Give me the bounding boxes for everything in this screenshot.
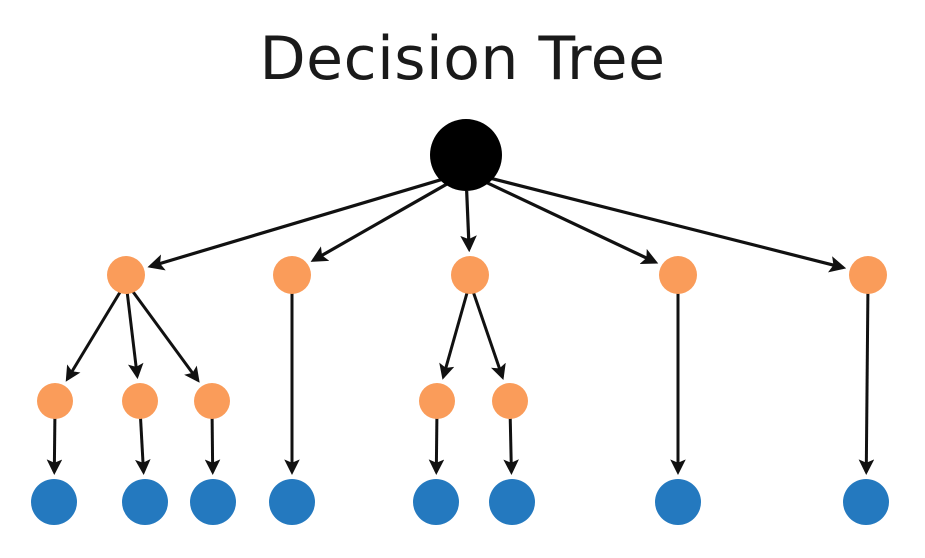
tree-edge (484, 175, 847, 273)
tree-edge (460, 190, 477, 253)
tree-node-branch[interactable] (849, 256, 887, 294)
edge-layer (46, 175, 875, 476)
tree-edge (147, 176, 448, 271)
tree-edge (858, 292, 875, 475)
tree-edge (482, 179, 659, 264)
tree-edge (46, 417, 63, 475)
tree-node-branch[interactable] (37, 383, 73, 419)
tree-node-branch[interactable] (273, 256, 311, 294)
tree-node-leaf[interactable] (122, 479, 168, 525)
tree-node-leaf[interactable] (489, 479, 535, 525)
tree-node-branch[interactable] (419, 383, 455, 419)
tree-node-root[interactable] (430, 119, 502, 191)
tree-edge (65, 289, 123, 382)
tree-node-branch[interactable] (122, 383, 158, 419)
tree-edge (125, 291, 144, 380)
tree-node-leaf[interactable] (190, 479, 236, 525)
tree-node-leaf[interactable] (655, 479, 701, 525)
tree-edge (439, 291, 469, 380)
tree-edge (310, 181, 451, 262)
tree-node-branch[interactable] (107, 256, 145, 294)
tree-node-leaf[interactable] (31, 479, 77, 525)
tree-node-branch[interactable] (492, 383, 528, 419)
tree-node-leaf[interactable] (413, 479, 459, 525)
tree-edge (428, 417, 445, 475)
tree-node-branch[interactable] (659, 256, 697, 294)
tree-edge (130, 289, 200, 383)
tree-edge (503, 417, 519, 476)
tree-edge (204, 417, 221, 475)
page-title: Decision Tree (259, 24, 666, 94)
tree-edge (135, 417, 151, 476)
node-layer (31, 119, 889, 525)
tree-node-leaf[interactable] (843, 479, 889, 525)
tree-node-leaf[interactable] (269, 479, 315, 525)
tree-edge (471, 291, 506, 381)
tree-node-branch[interactable] (451, 256, 489, 294)
tree-node-branch[interactable] (194, 383, 230, 419)
